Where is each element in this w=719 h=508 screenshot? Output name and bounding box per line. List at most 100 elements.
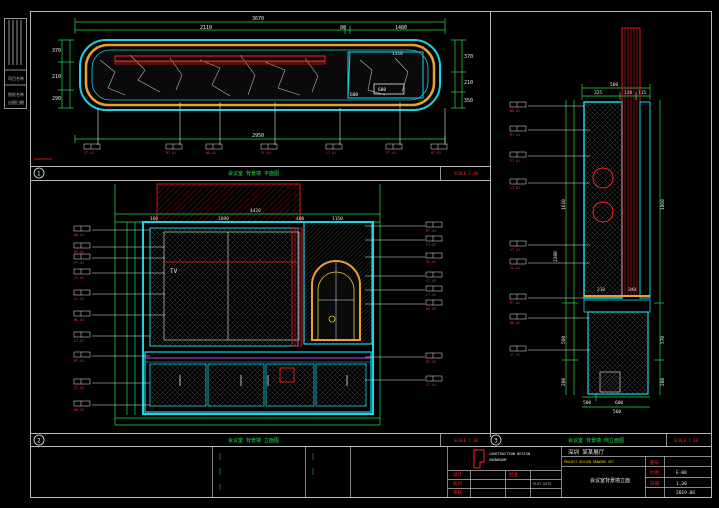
- side-tag-5-label: ST-01: [510, 248, 520, 252]
- project-name: 深圳 某某展厅: [568, 448, 605, 456]
- elev-left-tag-1-label: WD-01: [74, 233, 84, 237]
- elev-right-tag-8-label: ST-01: [426, 383, 436, 387]
- elev-right-tag-7-label: MT-04: [426, 360, 436, 364]
- side-dim-top-2: 325: [594, 90, 602, 96]
- side-dim-bot-1: 500: [583, 400, 591, 406]
- elevation-tags-left: WD-01MT-01PT-01ST-01GL-02WD-03LT-01MT-02…: [73, 225, 91, 412]
- plan-view[interactable]: 3670 2110 80 1480 2950 370 210 290 370 2…: [33, 16, 479, 180]
- plan-tag-1-label: ST-01: [84, 151, 94, 155]
- side-dim-right-3: 280: [660, 378, 666, 386]
- elev-dim-4: 1150: [332, 216, 343, 222]
- side-dim-top-1: 560: [610, 82, 618, 88]
- side-dim-bot-2: 600: [615, 400, 623, 406]
- elev-dim-1: 160: [150, 216, 158, 222]
- plan-counter-band: [84, 43, 436, 107]
- view1-number: 1: [37, 171, 41, 178]
- plan-tag-7-label: MT-02: [431, 151, 441, 155]
- side-tag-9: ST-02: [509, 345, 527, 357]
- view1-scale: SCALE 1:30: [454, 171, 479, 176]
- view2-scale: SCALE 1:30: [454, 438, 479, 443]
- plan-tag-5-label: LT-01: [326, 151, 336, 155]
- tb-right-label-1: 图号: [650, 460, 659, 466]
- side-dim-right-1: 1860: [660, 199, 666, 210]
- side-red-column: [621, 27, 641, 297]
- plan-tag-2-label: MT-01: [166, 151, 176, 155]
- front-elevation-view[interactable]: 4420 160 1890 400 1150: [33, 183, 479, 446]
- plan-dim-l3: 290: [52, 96, 61, 102]
- elev-right-tag-6-label: WD-05: [426, 307, 436, 311]
- view1-title: 会议室 背景墙 平面图: [228, 170, 279, 177]
- company-subtitle: SHOWROOM: [489, 458, 507, 462]
- view2-title: 会议室 背景墙 立面图: [228, 437, 279, 444]
- company-logo: [473, 449, 485, 469]
- side-tag-7: MT-02: [509, 293, 527, 305]
- elev-right-tag-7: MT-04: [425, 352, 443, 364]
- plan-red-strip: [114, 55, 326, 62]
- side-circle-1: [592, 167, 614, 189]
- side-tag-4: LT-01: [509, 178, 527, 190]
- elev-right-tag-2: PT-02: [425, 235, 443, 247]
- elev-right-tag-6: WD-05: [425, 299, 443, 311]
- elev-left-tag-5: GL-02: [73, 289, 91, 301]
- plan-counter-outer: [79, 39, 441, 111]
- side-tag-2: MT-01: [509, 125, 527, 137]
- elev-right-tag-3: GL-01: [425, 252, 443, 264]
- plan-tag-4-label: GL-01: [261, 151, 271, 155]
- stamp-sub: PLOT DATE: [533, 482, 551, 486]
- plan-dim-left: 2110: [200, 25, 212, 31]
- plan-inner-2: 1310: [392, 51, 403, 57]
- elev-left-tag-10-label: WD-04: [74, 408, 84, 412]
- sheet-frame: [30, 11, 712, 498]
- plan-tag-6-label: PT-01: [386, 151, 396, 155]
- plan-inner-1: 600: [350, 92, 358, 98]
- plan-dim-right: 1480: [395, 25, 407, 31]
- plan-dim-r2: 210: [464, 80, 473, 86]
- elev-cabinet: [144, 351, 372, 413]
- plan-dim-l1: 370: [52, 48, 61, 54]
- elev-right-tag-5: LT-02: [425, 285, 443, 297]
- elev-left-tag-5-label: GL-02: [74, 297, 84, 301]
- tb-right-val-1: E-08: [676, 470, 687, 476]
- tb-right-val-2: 1:30: [676, 481, 687, 487]
- view3-number: 3: [494, 438, 498, 445]
- tb-row-4: 批准: [509, 471, 518, 478]
- elev-right-tag-4-label: ST-03: [426, 279, 436, 283]
- plan-tag-1: ST-01: [83, 143, 101, 155]
- plan-side-box: [347, 51, 424, 99]
- plan-tag-3: WD-02: [205, 143, 223, 155]
- view3-title: 会议室 背景墙 侧立面图: [568, 437, 624, 444]
- elev-left-tag-3-label: PT-01: [74, 261, 84, 265]
- plan-tag-4: GL-01: [260, 143, 278, 155]
- elev-left-tag-9: ST-02: [73, 378, 91, 390]
- elev-upper-hatch: [156, 183, 301, 223]
- legend-text-1: 项目名称: [8, 75, 24, 81]
- side-upper-panel: [583, 101, 623, 299]
- view3-scale: SCALE 1:30: [674, 438, 699, 443]
- elev-left-tag-7: LT-01: [73, 331, 91, 343]
- plan-tag-7: MT-02: [430, 143, 448, 155]
- side-dim-right-2: 570: [660, 336, 666, 344]
- elev-right-tag-5-label: LT-02: [426, 293, 436, 297]
- side-tag-8-label: WD-02: [510, 321, 520, 325]
- plan-dim-r3: 350: [464, 98, 473, 104]
- side-dim-left-1: 2380: [553, 251, 559, 262]
- side-tag-1: WD-01: [509, 101, 527, 113]
- drawing-name: 会议室背景墙立面: [590, 477, 630, 484]
- side-tag-2-label: MT-01: [510, 133, 520, 137]
- side-dim-left-3: 560: [561, 336, 567, 344]
- elev-tv-label: TV: [170, 268, 178, 275]
- side-elevation-view[interactable]: 560 325 120 115 2380 1610 560 280 1860 5…: [490, 27, 699, 446]
- tb-right-label-2: 比例: [650, 469, 659, 476]
- legend-text-2: 图纸名称: [8, 91, 24, 97]
- elev-left-tag-6-label: WD-03: [74, 318, 84, 322]
- elev-left-tag-7-label: LT-01: [74, 339, 84, 343]
- elev-right-tag-4: ST-03: [425, 271, 443, 283]
- side-tag-5: ST-01: [509, 240, 527, 252]
- tb-right-val-3: 2019.06: [676, 490, 695, 496]
- title-block[interactable]: CONSTRUCTION DESIGN SHOWROOM 深圳 某某展厅 PRO…: [212, 446, 713, 497]
- elev-left-tag-3: PT-01: [73, 253, 91, 265]
